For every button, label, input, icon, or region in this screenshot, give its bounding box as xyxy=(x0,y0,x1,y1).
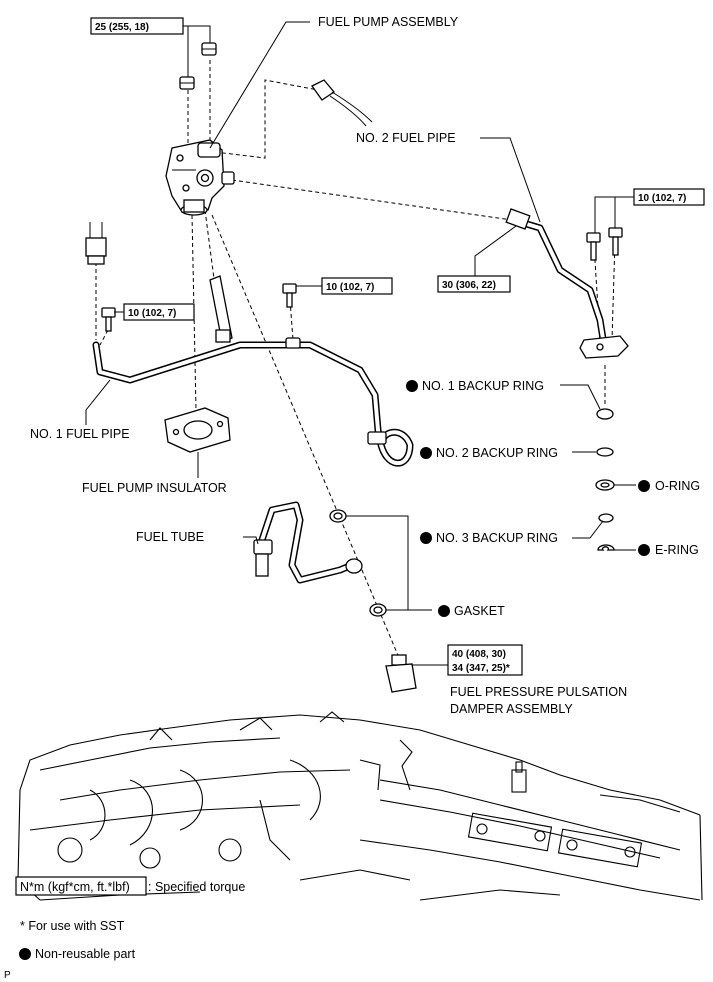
e-ring xyxy=(597,544,615,551)
connector-harness xyxy=(311,79,373,127)
corner-code: P xyxy=(4,970,11,981)
label-no2-backup-ring: NO. 2 BACKUP RING xyxy=(436,446,558,460)
torque-value: 10 (102, 7) xyxy=(638,193,686,204)
torque-box-no2-pipe-bolts: 10 (102, 7) xyxy=(633,188,705,206)
no2-pipe-bolt-right xyxy=(608,227,623,256)
label-no3-backup-ring: NO. 3 BACKUP RING xyxy=(436,531,558,545)
torque-box-no2-pipe-union: 30 (306, 22) xyxy=(437,275,511,293)
pump-nut-right xyxy=(201,42,217,56)
label-no1-backup-ring: NO. 1 BACKUP RING xyxy=(422,379,544,393)
label-no1-fuel-pipe: NO. 1 FUEL PIPE xyxy=(30,427,130,441)
no2-fuel-pipe xyxy=(505,208,629,359)
torque-box-no1-left: 10 (102, 7) xyxy=(123,303,195,321)
leader-lines xyxy=(85,21,636,666)
filled-circle-icon xyxy=(406,380,418,392)
filled-circle-icon xyxy=(438,605,450,617)
torque-value: 25 (255, 18) xyxy=(95,22,149,33)
label-e-ring: E-RING xyxy=(655,543,699,557)
label-o-ring: O-RING xyxy=(655,479,700,493)
label-gasket: GASKET xyxy=(454,604,505,618)
fuel-tube xyxy=(253,501,363,584)
label-fuel-pump-assembly: FUEL PUMP ASSEMBLY xyxy=(318,15,459,29)
no2-pipe-bolt-left xyxy=(586,232,601,261)
no1-backup-ring xyxy=(596,408,614,420)
no3-backup-ring xyxy=(598,513,614,523)
legend-torque-desc: : Specified torque xyxy=(148,880,245,894)
torque-value-1: 40 (408, 30) xyxy=(452,649,506,660)
torque-value: 10 (102, 7) xyxy=(326,282,374,293)
torque-box-damper: 40 (408, 30) 34 (347, 25)* xyxy=(447,644,523,676)
no1-pipe-bolt-center xyxy=(282,283,297,308)
center-rod xyxy=(209,275,233,343)
gasket-lower xyxy=(369,603,387,617)
filled-circle-icon xyxy=(19,948,31,960)
torque-box-no1-center: 10 (102, 7) xyxy=(321,277,393,295)
no1-pipe-bolt-left xyxy=(101,307,116,332)
filled-circle-icon xyxy=(638,544,650,556)
no2-backup-ring xyxy=(596,447,614,457)
legend-sst-note: * For use with SST xyxy=(20,919,125,933)
label-fuel-pump-insulator: FUEL PUMP INSULATOR xyxy=(82,481,227,495)
label-fuel-tube: FUEL TUBE xyxy=(136,530,204,544)
torque-value: 30 (306, 22) xyxy=(442,280,496,291)
damper-assembly xyxy=(385,654,417,693)
label-damper-line2: DAMPER ASSEMBLY xyxy=(450,702,573,716)
filled-circle-icon xyxy=(420,447,432,459)
fuel-pump-assembly xyxy=(165,139,235,216)
torque-value: 10 (102, 7) xyxy=(128,308,176,319)
gasket-upper xyxy=(329,509,347,523)
legend-torque-unit: N*m (kgf*cm, ft.*lbf) xyxy=(20,880,130,894)
legend: N*m (kgf*cm, ft.*lbf) : Specified torque… xyxy=(15,876,245,961)
engine-illustration xyxy=(17,711,703,901)
legend-non-reusable: Non-reusable part xyxy=(35,947,136,961)
upper-left-port xyxy=(85,222,107,265)
filled-circle-icon xyxy=(638,480,650,492)
no1-fuel-pipe xyxy=(92,337,414,467)
o-ring xyxy=(595,479,615,491)
label-damper-line1: FUEL PRESSURE PULSATION xyxy=(450,685,627,699)
filled-circle-icon xyxy=(420,532,432,544)
label-no2-fuel-pipe: NO. 2 FUEL PIPE xyxy=(356,131,456,145)
torque-box-pump-nuts: 25 (255, 18) xyxy=(90,17,184,35)
fuel-pump-insulator xyxy=(164,407,231,453)
pump-nut-left xyxy=(179,76,195,90)
torque-value-2: 34 (347, 25)* xyxy=(452,663,510,674)
